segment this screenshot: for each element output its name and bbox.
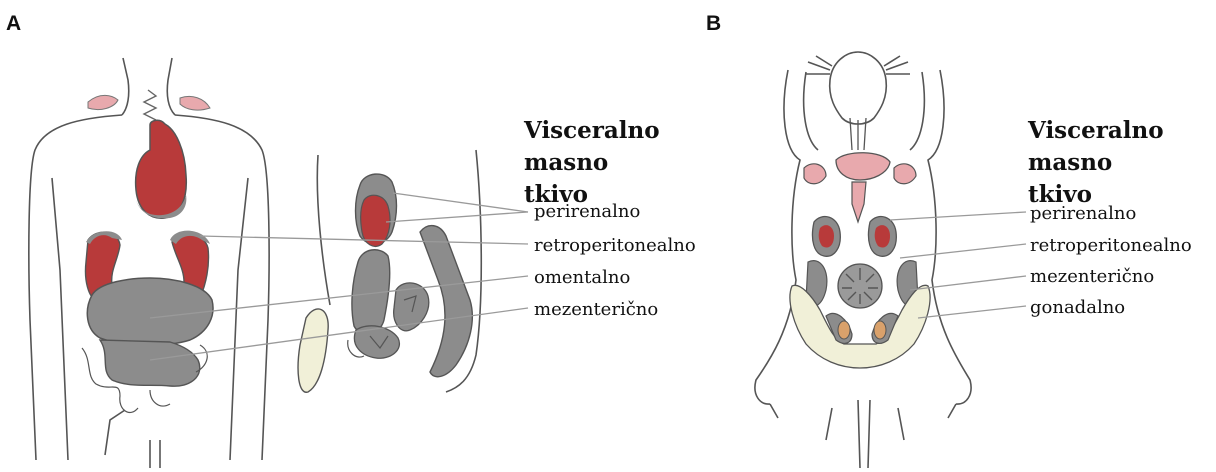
legend-title-a: Visceralno masno tkivo (524, 115, 664, 211)
label-a-mesenteric: mezenterično (534, 299, 658, 320)
mouse-mesenteric-fat (838, 264, 882, 308)
trachea (144, 90, 156, 120)
mouse-thymus-fat (852, 182, 866, 222)
legend-title-b: Visceralno masno tkivo (1028, 115, 1168, 211)
clavicle-fat-left (88, 95, 118, 109)
mouse-interscapular-fat (836, 153, 890, 180)
mouse-axillary-fat-right (894, 164, 916, 184)
mouse-axillary-fat-left (804, 164, 826, 184)
mouse-uterus-fat (826, 313, 898, 343)
clavicle-fat-right (180, 96, 210, 110)
label-b-gonadal: gonadalno (1030, 297, 1125, 318)
mouse-gonad-left (838, 321, 850, 339)
label-a-omental: omentalno (534, 267, 630, 288)
intestines (100, 340, 200, 386)
side-front-fat-pad (298, 309, 328, 392)
label-b-perirenal: perirenalno (1030, 203, 1136, 224)
label-a-perirenal: perirenalno (534, 201, 640, 222)
omentum (87, 278, 213, 345)
mouse-kidney-right (875, 225, 890, 247)
side-kidney (361, 195, 390, 246)
human-front-illustration (29, 58, 269, 468)
label-a-retroperitoneal: retroperitonealno (534, 235, 696, 256)
label-b-mesenteric: mezenterično (1030, 266, 1154, 287)
mouse-illustration (755, 52, 971, 468)
panel-letter-b: B (706, 12, 721, 36)
heart (136, 120, 187, 218)
mouse-kidney-left (819, 225, 834, 247)
mouse-gonad-right (874, 321, 886, 339)
panel-letter-a: A (6, 12, 21, 36)
label-b-retroperitoneal: retroperitonealno (1030, 235, 1192, 256)
